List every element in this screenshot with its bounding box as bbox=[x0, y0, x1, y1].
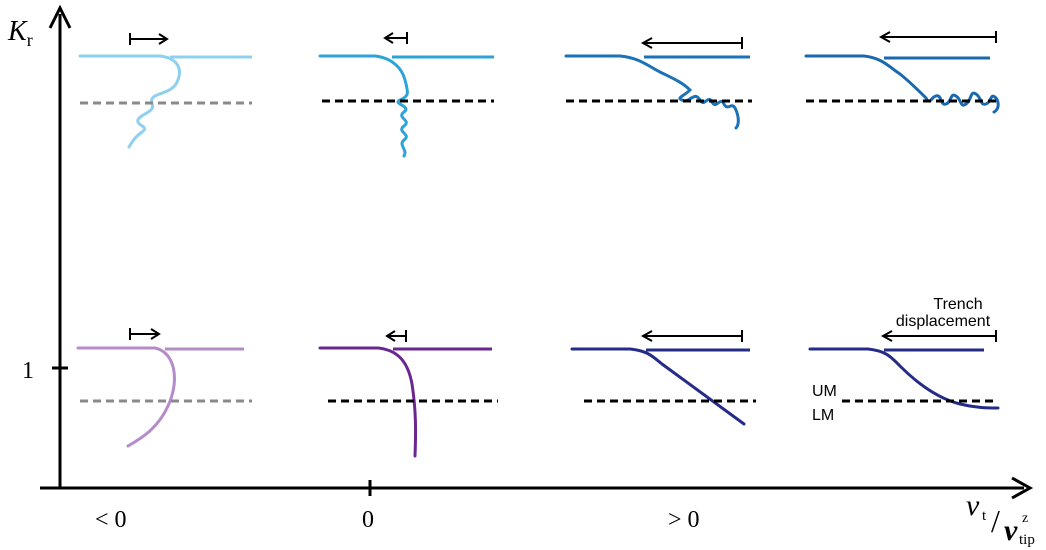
x-label-denominator: v bbox=[1004, 514, 1018, 547]
panel-top-3 bbox=[564, 37, 752, 130]
arrow-head bbox=[880, 330, 893, 342]
arrow-head bbox=[640, 330, 653, 342]
arrow-head bbox=[158, 33, 169, 45]
x-tick-label-negative: < 0 bbox=[95, 507, 127, 533]
panel-bottom-3 bbox=[570, 330, 756, 426]
panel-top-2 bbox=[318, 32, 494, 158]
trench-displacement-label-line1: Trench bbox=[933, 296, 982, 313]
x-label-numerator-sub: t bbox=[982, 508, 987, 524]
panel-bottom-2 bbox=[318, 330, 498, 458]
x-label-denominator-sup: z bbox=[1022, 511, 1028, 526]
arrow-head bbox=[385, 330, 396, 342]
x-label-slash: / bbox=[991, 503, 1000, 539]
panel-top-4 bbox=[804, 31, 1000, 114]
arrow-head bbox=[878, 31, 891, 43]
subducting-slab bbox=[76, 346, 176, 448]
x-label-numerator: v bbox=[966, 489, 980, 522]
x-label-denominator-sub: tip bbox=[1019, 532, 1035, 548]
subducting-slab bbox=[570, 347, 746, 426]
panel-bottom-4: Trench displacement UM LM bbox=[808, 296, 1000, 424]
subducting-slab bbox=[78, 54, 181, 149]
panel-top-1 bbox=[78, 33, 252, 149]
trench-displacement-label-line2: displacement bbox=[896, 313, 991, 330]
subducting-slab bbox=[564, 54, 740, 130]
lower-mantle-label: LM bbox=[812, 407, 834, 424]
arrow-head bbox=[640, 37, 653, 49]
y-tick-label: 1 bbox=[22, 358, 34, 384]
axes bbox=[40, 4, 1034, 500]
panel-bottom-1 bbox=[76, 328, 252, 448]
subducting-slab bbox=[808, 347, 1000, 410]
x-tick-label-positive: > 0 bbox=[668, 507, 700, 533]
y-axis-label: Kr bbox=[7, 16, 33, 50]
arrow-head bbox=[383, 32, 394, 44]
upper-mantle-label: UM bbox=[812, 383, 837, 400]
subducting-slab bbox=[804, 54, 1000, 114]
y-axis-arrowhead bbox=[48, 4, 72, 29]
subducting-slab bbox=[318, 54, 409, 158]
subducting-slab bbox=[318, 346, 418, 458]
x-axis-arrowhead bbox=[1011, 476, 1034, 500]
x-axis-label: v t / v z tip bbox=[966, 489, 1035, 548]
x-tick-label-zero: 0 bbox=[362, 507, 374, 533]
arrow-head bbox=[150, 328, 161, 340]
